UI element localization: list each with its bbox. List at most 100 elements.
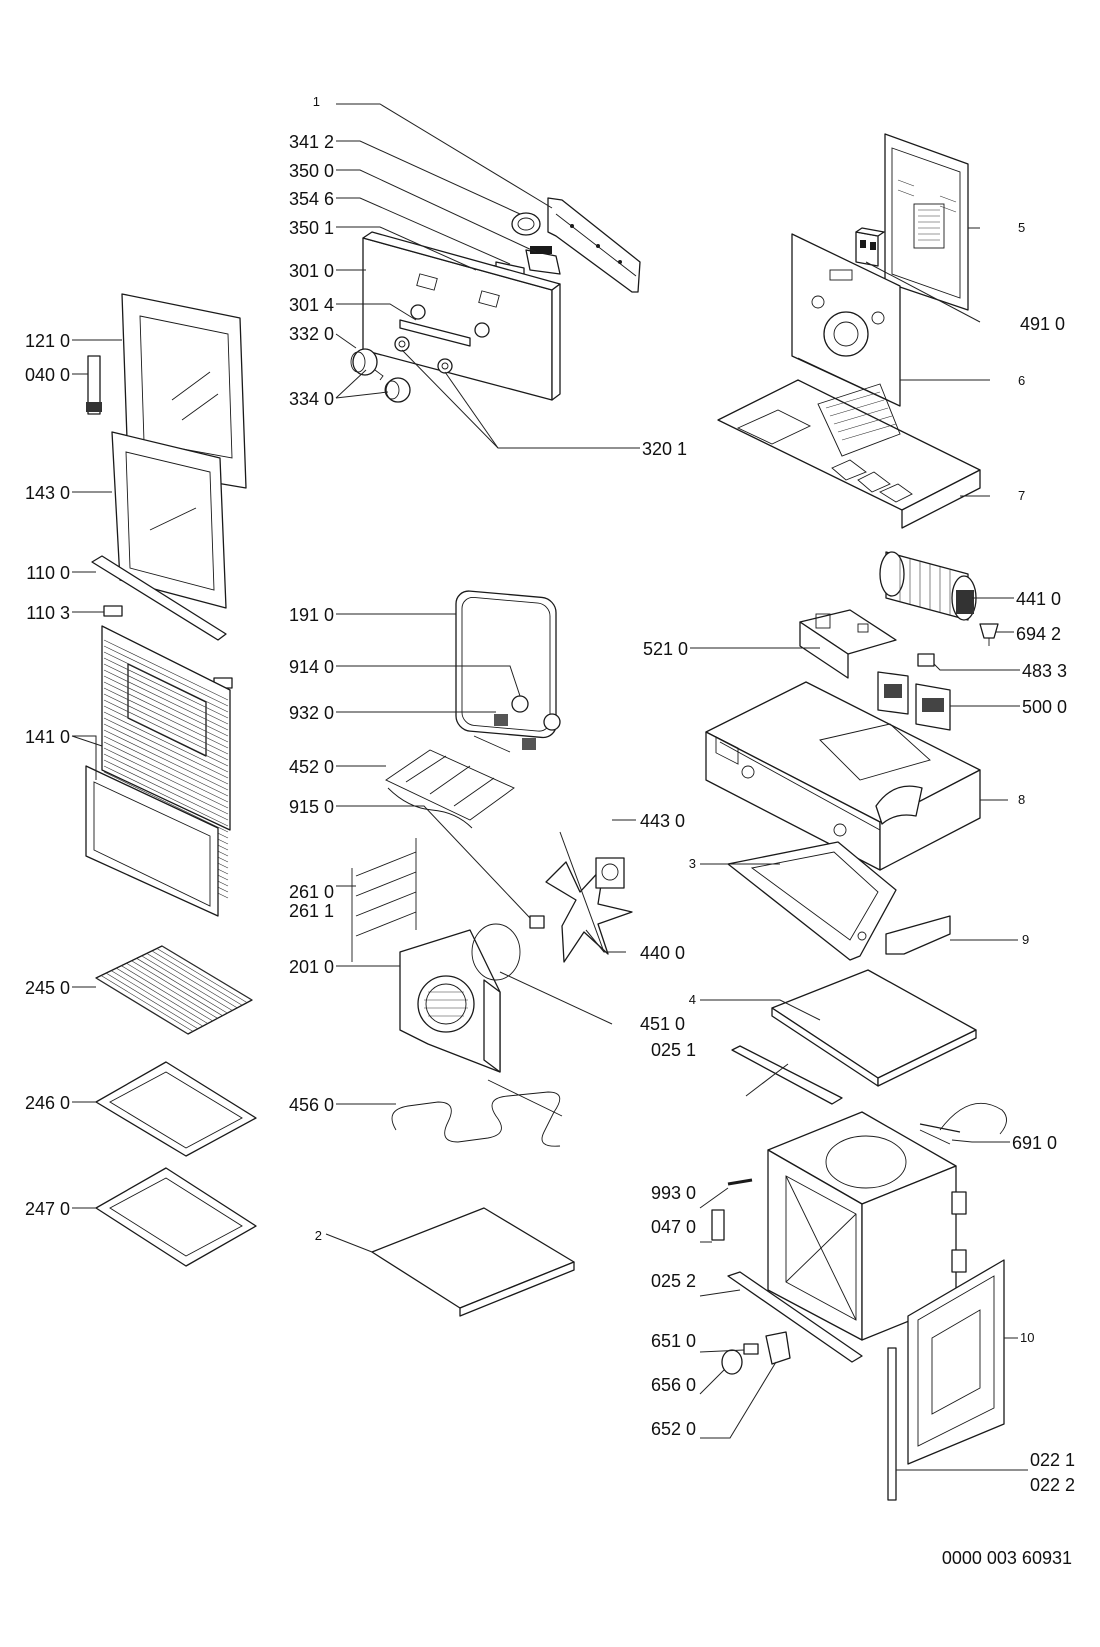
glass-hatch-line [103,741,229,803]
electronics-group [705,551,999,871]
terminal-block-part [855,227,885,267]
callout-7: 7 [1018,488,1025,503]
glass-hatch-line [103,669,229,731]
callout-301-0: 301 0 [289,261,334,281]
callout-10: 10 [1020,1330,1034,1345]
glass-frame-part [111,431,227,609]
glass-hatch-line [103,663,229,725]
cavity-leaders [700,863,1018,1143]
shelf-wire-line [141,955,233,1011]
door-hinge-part [86,355,102,415]
glass-hatch-line [103,645,229,707]
wire-shelf-part [95,945,253,1035]
callout-320-1: 320 1 [642,439,687,459]
shelf-wire-line [161,945,253,1001]
callout-025-2: 025 2 [651,1271,696,1291]
callout-350-0: 350 0 [289,161,334,181]
callout-141-0: 141 0 [25,727,70,747]
bottom-plate-part [371,1207,575,1317]
callout-247-0: 247 0 [25,1199,70,1219]
glass-hatch-line [103,723,229,785]
top-cover-part [717,379,981,529]
temperature-sensor-part [919,1102,1007,1145]
callout-025-1: 025 1 [651,1040,696,1060]
callout-245-0: 245 0 [25,978,70,998]
callout-labels: 1 341 2 350 0 354 6 350 1 301 0 301 4 33… [25,94,1075,1495]
shelf-wire-line [126,962,218,1019]
cavity-panels-group [727,841,1007,1145]
callout-191-0: 191 0 [289,605,334,625]
control-panel-group [350,197,641,403]
glass-hatch-line [103,705,229,767]
callout-483-3: 483 3 [1022,661,1067,681]
electronics-bracket-part [799,609,897,679]
callout-301-4: 301 4 [289,295,334,315]
callout-915-0: 915 0 [289,797,334,817]
callout-441-0: 441 0 [1016,589,1061,609]
inner-door-frame-part [907,1259,1005,1465]
callout-694-2: 694 2 [1016,624,1061,644]
oven-cavity-group [711,1111,1005,1501]
panel-leaders [335,103,640,449]
shelf-wire-line [146,953,238,1009]
callout-3: 3 [689,856,696,871]
glass-hatch-line [103,729,229,791]
callout-1: 1 [313,94,320,109]
callout-110-3: 110 3 [26,603,70,623]
callout-261-1: 261 1 [289,901,334,921]
callout-656-0: 656 0 [651,1375,696,1395]
callout-334-0: 334 0 [289,389,334,409]
lower-housing-part [705,681,981,871]
relay-module-part [877,671,951,731]
panel-bracket-part [547,197,641,293]
callout-332-0: 332 0 [289,324,334,344]
door-frame-part [121,293,247,489]
callout-491-0: 491 0 [1020,314,1065,334]
callout-440-0: 440 0 [640,943,685,963]
outer-door-glass-part [85,625,231,917]
glass-hatch-line [103,765,229,827]
back-panel-part [884,133,969,311]
callout-691-0: 691 0 [1012,1133,1057,1153]
rear-panel-group [717,133,981,529]
door-leaders [71,339,122,1209]
callout-201-0: 201 0 [289,957,334,977]
callout-110-0: 110 0 [26,563,70,583]
fan-cover-part [399,929,501,1073]
shelf-wire-line [131,960,223,1016]
shelf-wire-line [95,977,189,1035]
callout-261-0: 261 0 [289,882,334,902]
drip-tray-part [95,1167,257,1267]
shelf-wire-line [156,948,248,1003]
shelf-wire-line [100,975,194,1032]
callout-047-0: 047 0 [651,1217,696,1237]
callout-8: 8 [1018,792,1025,807]
baking-tray-part [95,1061,257,1157]
callout-500-0: 500 0 [1022,697,1067,717]
side-rack-part [351,838,417,962]
callout-341-2: 341 2 [289,132,334,152]
callout-5: 5 [1018,220,1025,235]
door-group [85,293,257,1267]
electronics-leaders [690,597,1020,801]
callout-452-0: 452 0 [289,757,334,777]
callout-6: 6 [1018,373,1025,388]
glass-hatch-line [103,699,229,761]
callout-246-0: 246 0 [25,1093,70,1113]
door-gasket-part [455,590,557,739]
callout-652-0: 652 0 [651,1419,696,1439]
drawing-number: 0000 003 60931 [942,1548,1072,1568]
glass-hatch-line [103,771,229,833]
tangential-fan-part [879,551,977,621]
glass-hatch-line [103,681,229,743]
callout-932-0: 932 0 [289,703,334,723]
oven-cavity-leaders [699,1187,1028,1471]
glass-hatch-line [103,753,229,815]
callout-143-0: 143 0 [25,483,70,503]
callout-022-1: 022 1 [1030,1450,1075,1470]
glass-hatch-line [103,693,229,755]
shelf-wire-line [151,950,243,1006]
shelf-wire-line [121,965,213,1022]
knobs-part [350,348,411,403]
shelf-wire-line [116,967,208,1024]
